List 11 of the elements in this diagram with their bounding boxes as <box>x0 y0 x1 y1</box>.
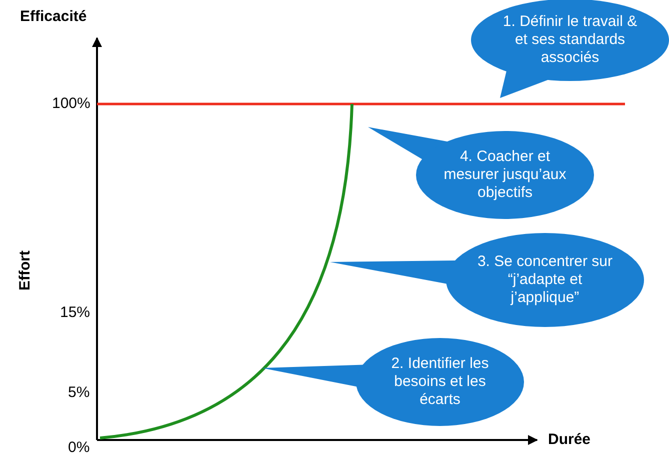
callout-text: 3. Se concentrer sur “j’adapte et j’applique” <box>476 253 614 307</box>
tick-label: 5% <box>68 384 90 401</box>
callout-text: 1. Définir le travail & et ses standards associés <box>502 13 638 67</box>
callout-text: 2. Identifier les besoins et les écarts <box>390 355 490 409</box>
callout-text: 4. Coacher et mesurer jusqu’aux objectifs <box>442 148 568 202</box>
tick-label: 100% <box>52 95 90 112</box>
tick-label: 15% <box>60 304 90 321</box>
axis-title: Effort <box>16 250 34 290</box>
axis-title: Durée <box>548 431 591 448</box>
axis-title: Efficacité <box>20 8 87 25</box>
tick-label: 0% <box>68 439 90 456</box>
